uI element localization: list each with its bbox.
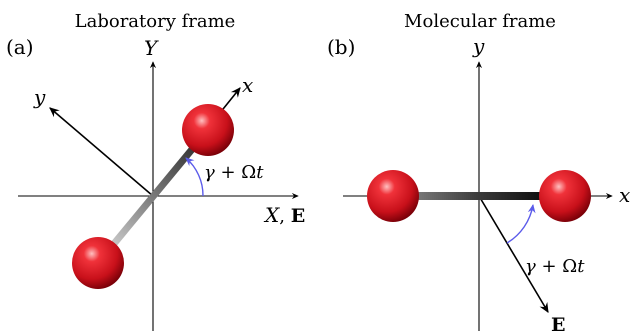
angle-label-a: γ + Ωt — [204, 162, 264, 183]
mol-x-axis-label: x — [619, 183, 630, 207]
panel-b: Molecular frame (b) y x E γ + Ωt — [327, 11, 630, 331]
atom-b-left — [367, 170, 419, 222]
body-y-axis — [49, 107, 154, 197]
body-y-axis-label: y — [33, 85, 46, 109]
panel-b-title: Molecular frame — [404, 11, 556, 32]
angle-arc-b — [506, 204, 536, 244]
lab-field-label: E — [291, 205, 305, 227]
lab-x-axis-sep: , — [279, 206, 290, 227]
mol-y-axis-label: y — [472, 34, 485, 58]
panel-a-label: (a) — [6, 35, 34, 59]
field-vector — [478, 195, 549, 313]
panel-a: Laboratory frame (a) Y X, E x y γ + Ωt — [6, 11, 305, 331]
lab-x-axis-name: X — [263, 203, 280, 227]
body-x-axis-label: x — [242, 73, 253, 97]
mol-field-label: E — [551, 314, 565, 331]
atom-b-right — [539, 170, 591, 222]
angle-arc-a — [185, 157, 204, 197]
panel-a-title: Laboratory frame — [75, 11, 236, 32]
atom-a-upper — [182, 104, 234, 156]
lab-y-axis-label: Y — [144, 36, 159, 60]
angle-label-b: γ + Ωt — [525, 256, 585, 277]
bond-a — [95, 127, 211, 266]
lab-x-axis-label: X, E — [263, 203, 305, 227]
panel-b-label: (b) — [327, 35, 355, 59]
atom-a-lower — [72, 237, 124, 289]
